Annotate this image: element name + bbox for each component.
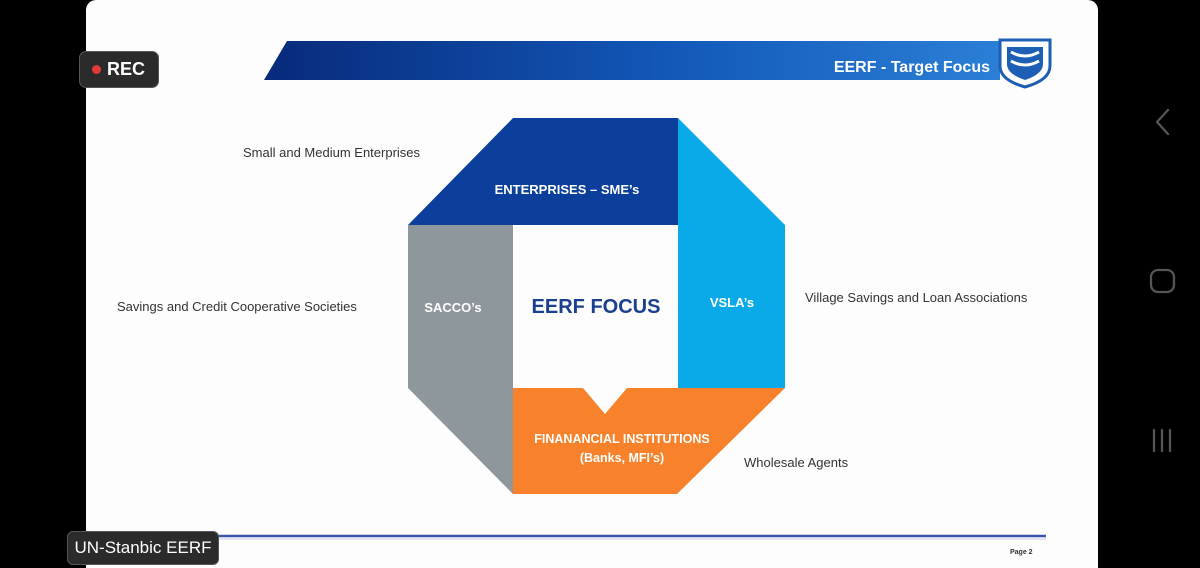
recording-label: REC (107, 59, 146, 79)
segment-sacco-label: SACCO’s (424, 300, 481, 315)
stanbic-logo-icon (998, 38, 1052, 89)
meeting-caption: UN-Stanbic EERF (67, 531, 219, 565)
segment-vsla (678, 118, 785, 388)
back-chevron-icon[interactable] (1155, 108, 1170, 136)
recording-indicator[interactable]: REC (79, 51, 159, 88)
recents-icon[interactable] (1152, 428, 1172, 453)
segment-financial (513, 388, 785, 494)
page-number: Page 2 (1010, 549, 1033, 556)
segment-enterprises-label: ENTERPRISES – SME’s (495, 182, 640, 197)
segment-sacco (408, 225, 513, 494)
header-title: EERF - Target Focus (834, 59, 990, 76)
desc-enterprises: Small and Medium Enterprises (243, 145, 421, 160)
segment-vsla-label: VSLA’s (710, 295, 754, 310)
home-icon[interactable] (1149, 268, 1176, 294)
segment-financial-label-line1: FINANANCIAL INSTITUTIONS (534, 432, 709, 446)
header-banner (264, 41, 1000, 80)
desc-sacco: Savings and Credit Cooperative Societies (117, 299, 357, 314)
center-focus-label: EERF FOCUS (532, 296, 661, 318)
desc-vsla: Village Savings and Loan Associations (805, 290, 1028, 305)
record-dot-icon (92, 65, 101, 74)
desc-financial: Wholesale Agents (744, 455, 849, 470)
segment-financial-label-line2: (Banks, MFI’s) (580, 451, 664, 465)
segment-enterprises (408, 118, 678, 225)
